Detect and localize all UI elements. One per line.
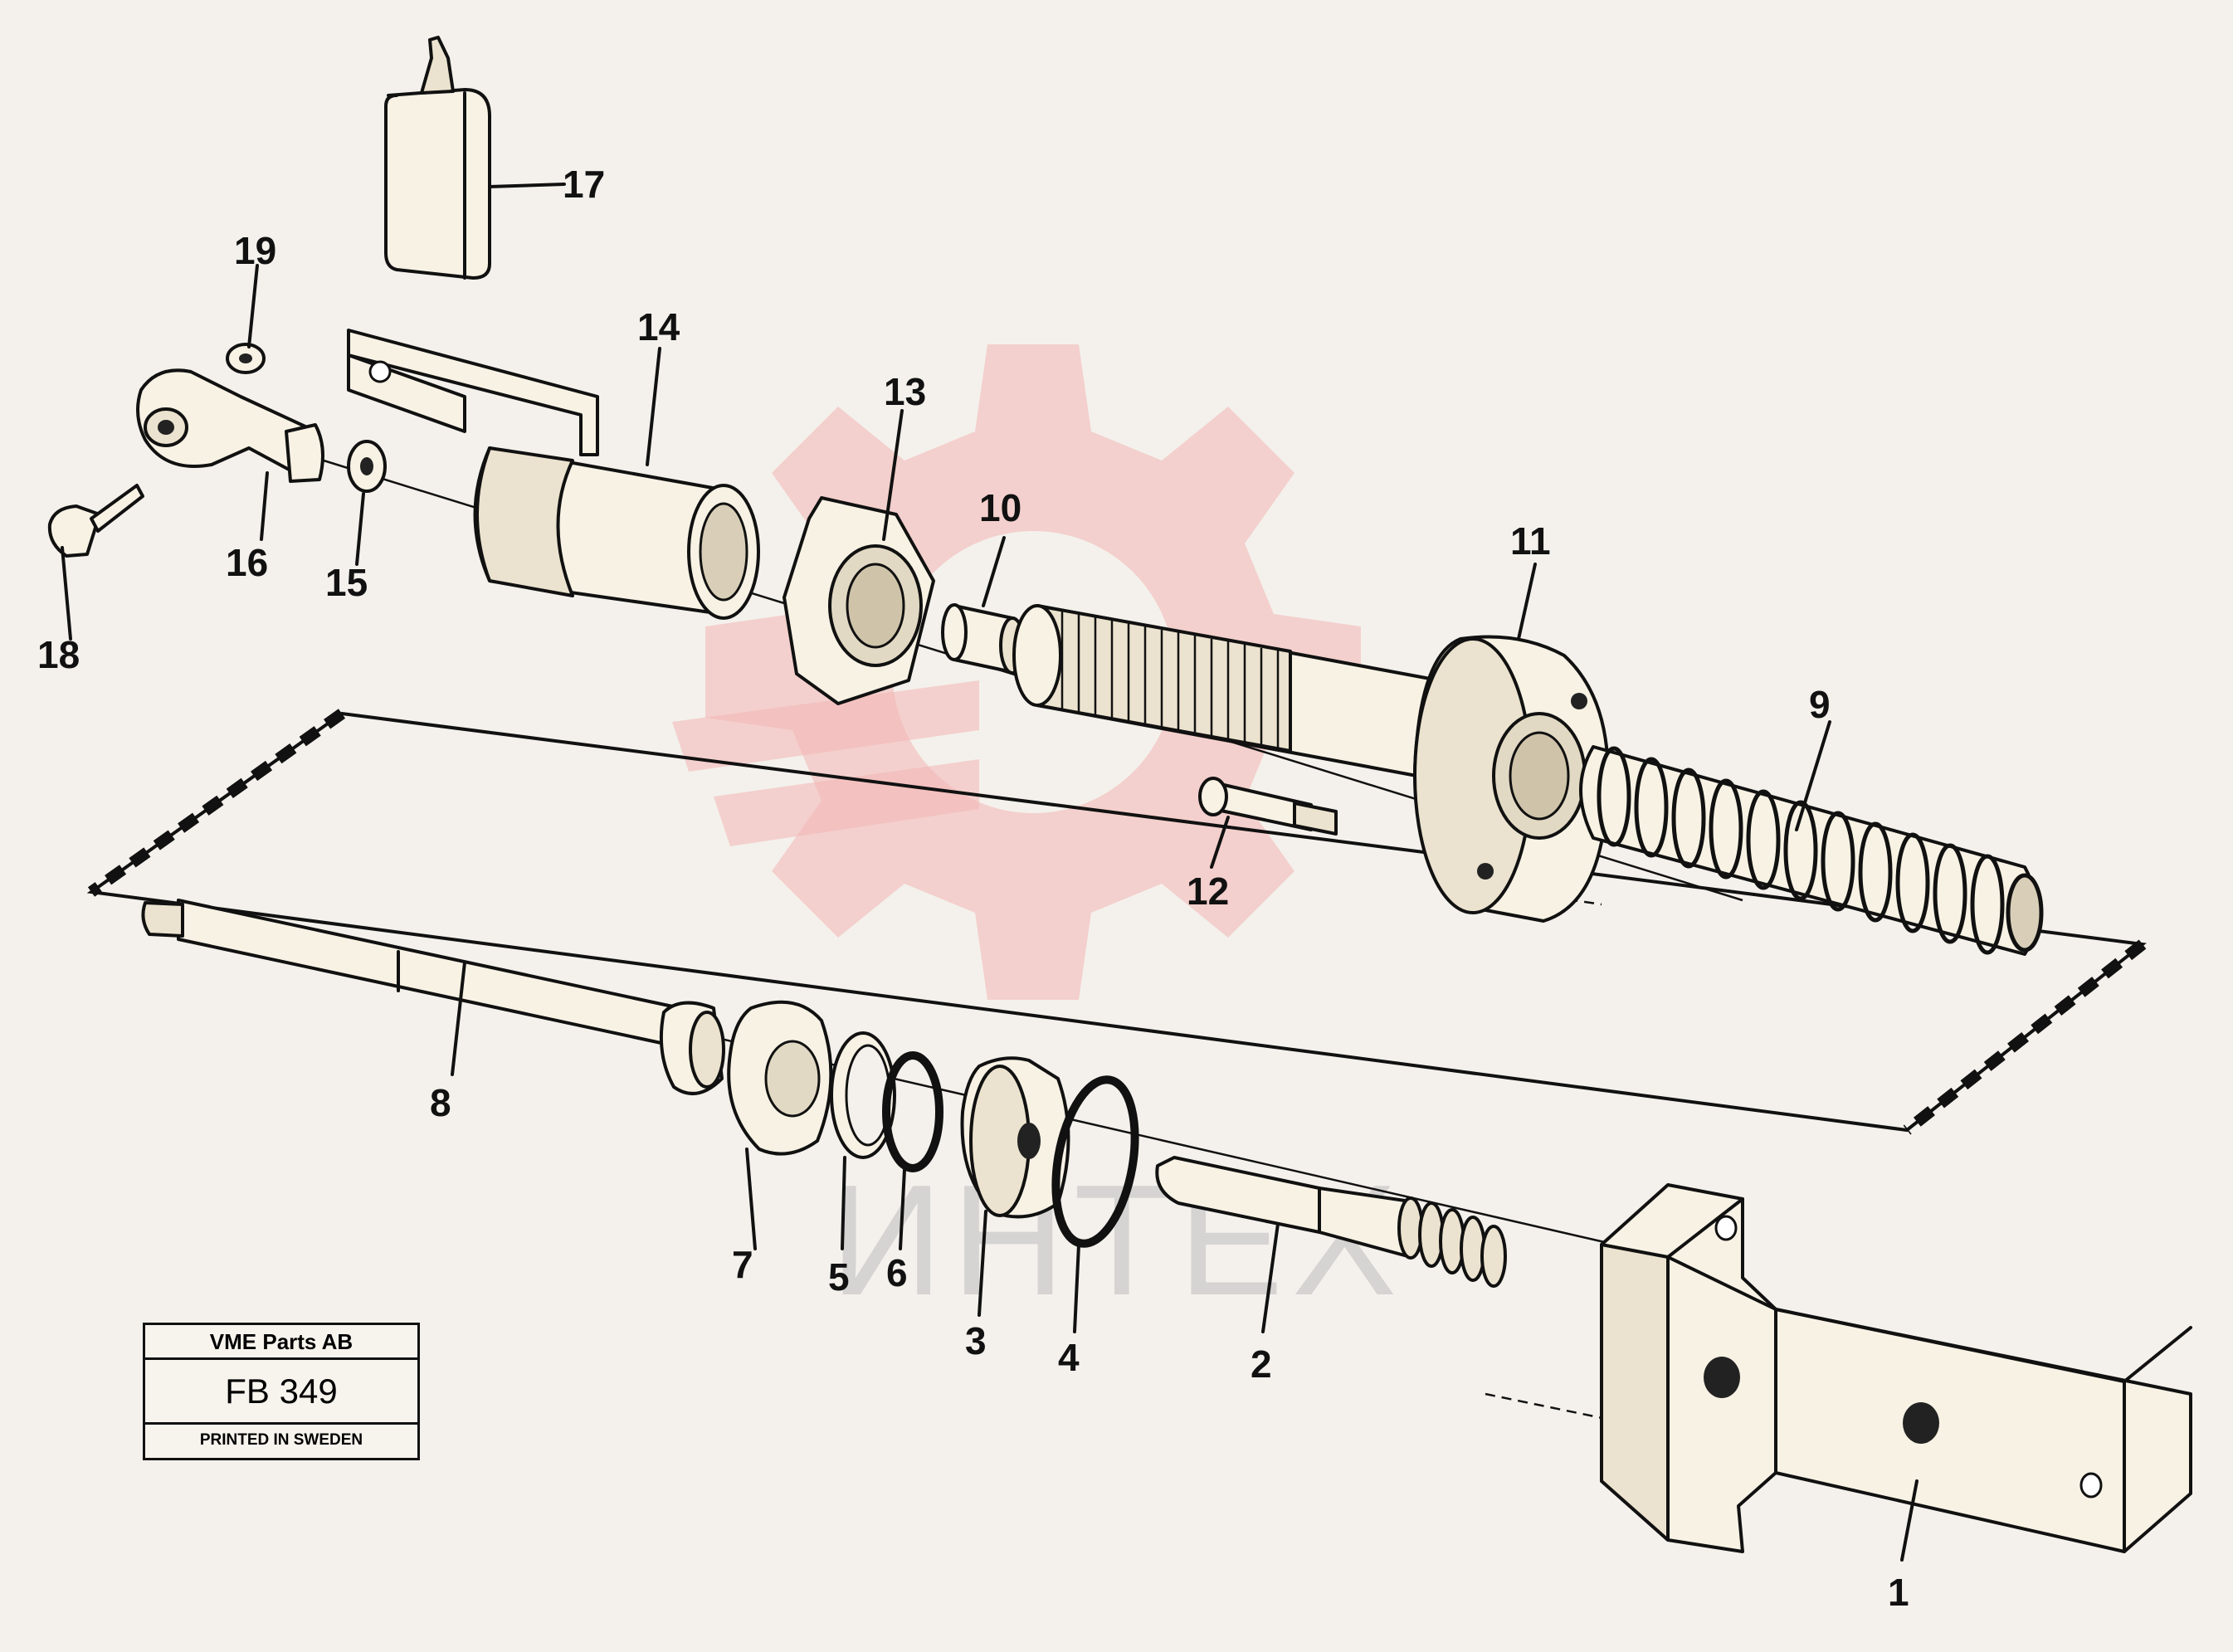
callout-17: 17 — [563, 163, 605, 206]
figure-number: FB 349 — [145, 1360, 417, 1425]
callout-13: 13 — [884, 370, 926, 413]
callout-3: 3 — [965, 1319, 987, 1362]
part-18-bolt — [47, 484, 144, 558]
part-2-pin — [1155, 1156, 1507, 1288]
company-name: VME Parts AB — [145, 1325, 417, 1360]
callout-6: 6 — [886, 1251, 908, 1294]
part-13-hex-nut — [783, 496, 935, 705]
callout-7: 7 — [732, 1243, 753, 1286]
part-7-disc — [727, 1000, 833, 1156]
part-11-flange — [1413, 635, 1610, 923]
title-block: VME Parts AB FB 349 PRINTED IN SWEDEN — [143, 1323, 420, 1460]
part-9-spring — [1579, 745, 2044, 956]
part-4-o-ring — [1051, 1075, 1139, 1248]
part-8-shaft — [141, 899, 725, 1095]
subassembly-outline — [86, 711, 2147, 1133]
callout-8: 8 — [430, 1081, 451, 1124]
callout-12: 12 — [1187, 870, 1229, 913]
callout-2: 2 — [1251, 1343, 1272, 1386]
callout-11: 11 — [1510, 519, 1551, 563]
part-12-socket-screw — [1198, 777, 1338, 836]
part-5-backup-ring — [830, 1031, 896, 1159]
part-1-housing — [1600, 1183, 2192, 1553]
callout-15: 15 — [325, 561, 368, 604]
callout-5: 5 — [828, 1255, 850, 1299]
part-3-piston — [960, 1056, 1070, 1219]
callout-9: 9 — [1809, 683, 1831, 726]
printed-note: PRINTED IN SWEDEN — [199, 1431, 363, 1449]
callout-4: 4 — [1058, 1336, 1080, 1379]
callout-19: 19 — [234, 229, 276, 272]
part-19-nut — [226, 343, 266, 374]
threaded-cylinder — [1012, 604, 1450, 783]
callout-18: 18 — [37, 633, 80, 676]
callout-1: 1 — [1888, 1571, 1909, 1614]
callout-16: 16 — [226, 541, 268, 584]
part-15-washer — [347, 440, 387, 493]
watermark-text: ИНТЕХ — [830, 1153, 1405, 1328]
part-16-rod-end — [136, 368, 324, 483]
part-14-bracket-bushing — [347, 329, 760, 620]
callout-14: 14 — [637, 305, 680, 348]
part-6-o-ring — [882, 1051, 943, 1172]
callout-10: 10 — [979, 486, 1021, 529]
part-17-thread-locker-bottle — [384, 36, 491, 280]
part-10-spacer-sleeve — [941, 603, 1026, 675]
